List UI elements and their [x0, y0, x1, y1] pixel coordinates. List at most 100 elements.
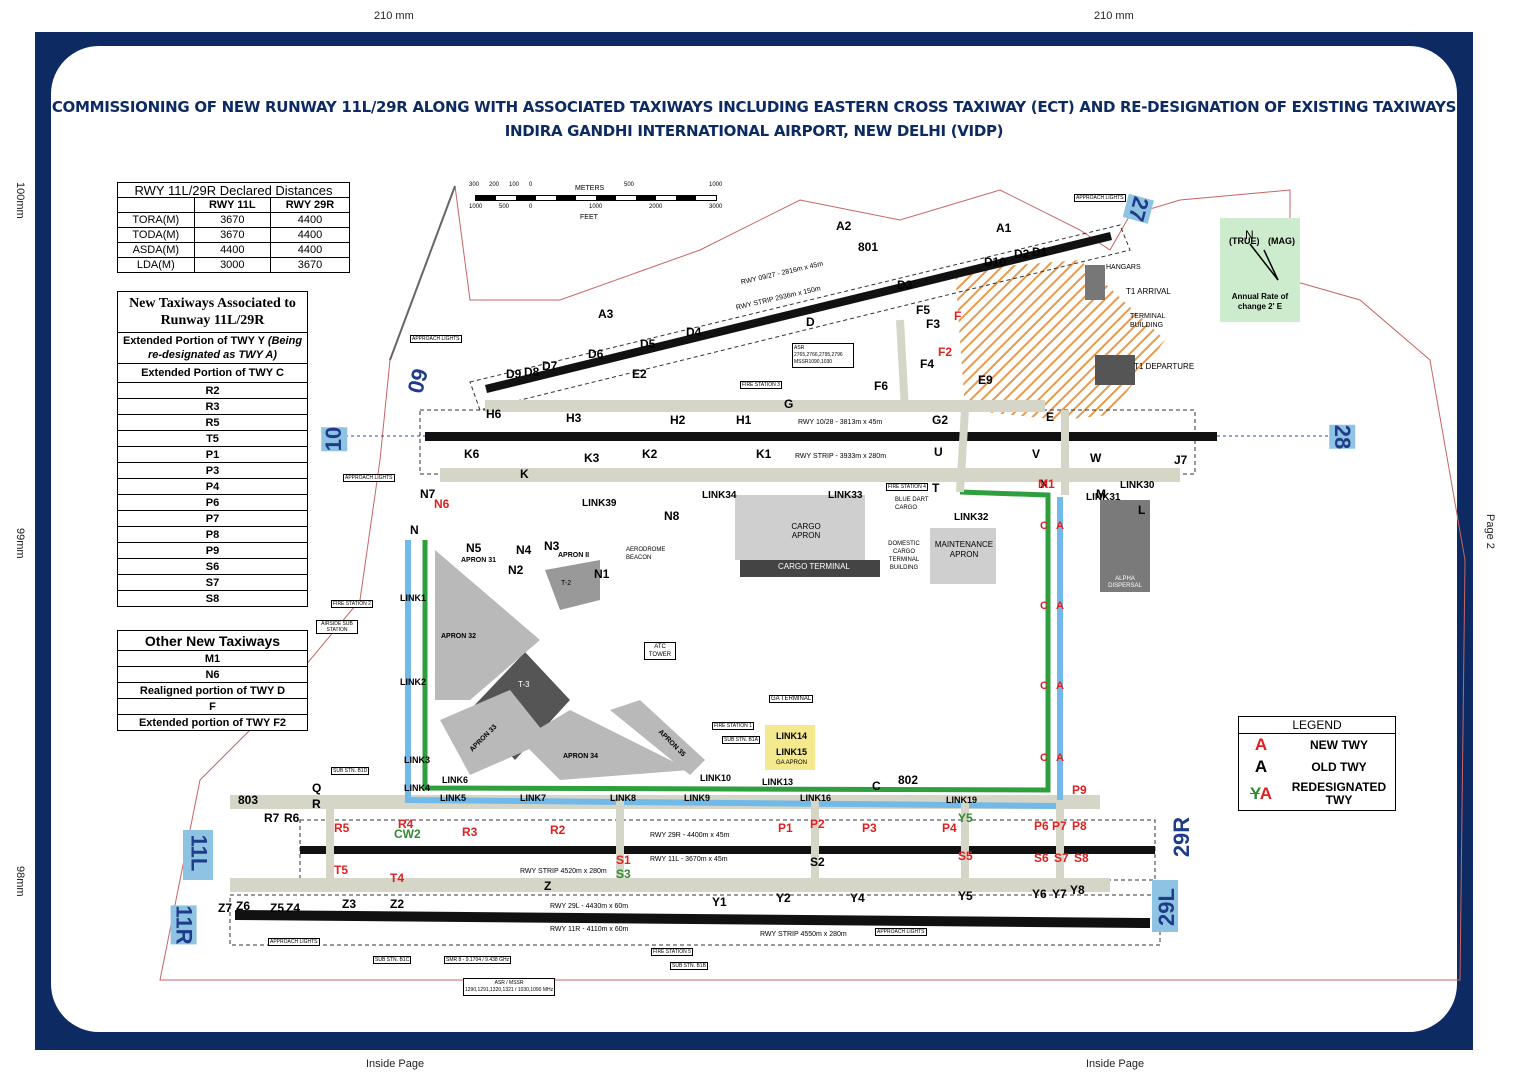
taxiway-label-redesig-cw2: CW2: [394, 827, 421, 841]
new-taxiway-item: S6: [117, 558, 308, 575]
scale-feet-label: FEET: [580, 214, 598, 221]
taxiway-label-old-y1: Y1: [712, 895, 727, 909]
runway-label-29r: RWY 29R - 4400m x 45m: [650, 832, 730, 839]
north-arrow-icon: [1249, 243, 1279, 281]
taxiway-label-old-link4: LINK4: [404, 783, 431, 793]
new-taxiways-table: New Taxiways Associated to Runway 11L/29…: [117, 291, 308, 607]
dim-top-right: 210 mm: [1094, 10, 1134, 22]
label-sub-b1b: SUB STN. B1B: [670, 962, 708, 970]
rwy-designator-10: 10: [321, 426, 348, 452]
taxiway-label-old-n7: N7: [420, 487, 436, 501]
label-t2: T-2: [561, 580, 572, 587]
rwy-designator-11r: 11R: [170, 905, 197, 945]
scale-feet-tick: 0: [529, 204, 533, 210]
taxiway-label-old-d1: D1: [1032, 245, 1048, 259]
taxiway-label-new-c-2: C: [1040, 680, 1048, 692]
scale-meter-tick: 0: [529, 182, 533, 188]
rwy-designator-28: 28: [1329, 424, 1356, 450]
bottom-left-label: Inside Page: [366, 1058, 425, 1070]
taxiway-label-new-n6: N6: [434, 497, 450, 511]
taxiway-label-old-g: G: [784, 397, 794, 411]
declared-distances-col-header: [117, 197, 195, 213]
new-taxiway-item: P8: [117, 526, 308, 543]
label-approach-lights-3: APPROACH LIGHTS: [343, 474, 395, 482]
label-apron34: APRON 34: [563, 753, 599, 760]
rwy-designator-11l: 11L: [186, 834, 212, 872]
new-taxiway-item: R3: [117, 398, 308, 415]
taxiway-label-redesig-y5: Y5: [958, 811, 973, 825]
taxiway-label-old-f4: F4: [920, 357, 935, 371]
taxiway-label-old-r6: R6: [284, 811, 300, 825]
legend-symbol-redesignated-old: Y: [1249, 784, 1260, 803]
taxiway-label-old-n4: N4: [516, 543, 532, 557]
declared-distances-cell: 4400: [269, 227, 351, 243]
scale-meter-tick: 100: [509, 182, 520, 188]
legend-symbol-new: A: [1254, 735, 1268, 754]
taxiway-label-new-c-3: C: [1040, 752, 1048, 764]
designator-bg-29r: [1166, 812, 1192, 864]
link-label-link30: LINK30: [1120, 480, 1155, 491]
declared-distances-cell: 3670: [193, 227, 271, 243]
alpha-dispersal: [1100, 500, 1150, 592]
asr-msr-freq: 1290,1291,1320,1321 / 1030,1090 MHz: [465, 987, 554, 993]
taxiway-label-old-e2: E2: [632, 367, 647, 381]
rwy-designator-29r: 29R: [1169, 816, 1195, 858]
taxiway-label-old-801: 801: [858, 240, 879, 254]
taxiway-label-old-y4: Y4: [850, 891, 865, 905]
maintenance-apron: [930, 528, 996, 584]
scale-meter-tick: 300: [469, 182, 480, 188]
taxiway-label-old-k: K: [520, 467, 529, 481]
taxiway-label-old-d8: D8: [524, 365, 540, 379]
taxiway-label-old-u: U: [934, 445, 943, 459]
taxiway-label-old-a3: A3: [598, 307, 614, 321]
taxiway-label-old-n8: N8: [664, 509, 680, 523]
runway-label-strip-11l: RWY STRIP 4520m x 280m: [520, 868, 607, 875]
taxiway-label-new-f: F: [954, 309, 962, 323]
diagonal-road: [389, 185, 456, 361]
taxiway-label-old-f3: F3: [926, 317, 941, 331]
link-label-link32: LINK32: [954, 512, 989, 523]
legend: LEGEND A NEW TWY A OLD TWY YA REDESIGNAT…: [1238, 716, 1396, 811]
taxiway-label-new-a-2: A: [1056, 680, 1064, 692]
taxiway-label-old-z3: Z3: [342, 897, 357, 911]
legend-label-old: OLD TWY: [1311, 759, 1367, 774]
label-aerodrome-beacon: AERODROME BEACON: [626, 547, 666, 561]
taxiway-label-new-p6: P6: [1034, 819, 1049, 833]
scale-feet-tick: 1000: [469, 204, 483, 210]
runway-label-29l: RWY 29L - 4430m x 60m: [550, 903, 629, 910]
taxiway-label-new-r4: R4: [398, 817, 414, 831]
legend-row-new: A NEW TWY: [1239, 734, 1395, 756]
taxiway-label-old-link13: LINK13: [762, 777, 794, 787]
taxiway-z: [230, 878, 1110, 892]
label-approach-lights-1: APPROACH LIGHTS: [1074, 194, 1126, 202]
taxiway-label-new-c-1: C: [1040, 600, 1048, 612]
new-taxiway-item: P9: [117, 542, 308, 559]
taxiway-label-old-y6: Y6: [1032, 887, 1047, 901]
label-hangars: HANGARS: [1106, 264, 1141, 271]
taxiway-label-new-p9: P9: [1072, 783, 1087, 797]
taxiway-label-old-e9: E9: [978, 373, 993, 387]
taxiway-label-old-k1: K1: [756, 447, 772, 461]
apron-35: [610, 700, 705, 775]
taxiway-label-old-y7: Y7: [1052, 887, 1067, 901]
declared-distances-col-header: RWY 29R: [269, 197, 351, 213]
taxiway-label-old-link9: LINK9: [684, 793, 711, 803]
scale-meter-tick: 200: [489, 182, 500, 188]
taxiway-label-old-link8: LINK8: [610, 793, 637, 803]
rwy-designator-29l: 29L: [1153, 888, 1179, 926]
runway-10-28: [425, 432, 1217, 441]
taxiway-label-old-g2: G2: [932, 413, 949, 427]
terminal-2: [545, 560, 600, 610]
taxiway-label-old-d2: D2: [1014, 247, 1030, 261]
scale-feet-tick: 1000: [589, 204, 603, 210]
new-taxiways-extended-c: Extended Portion of TWY C: [117, 363, 308, 383]
label-fire-station-5: FIRE STATION 5: [651, 948, 693, 956]
taxiway-label-old-l: L: [1138, 503, 1146, 517]
taxiway-label-old-h1: H1: [736, 413, 752, 427]
scale-meter-tick: 500: [624, 182, 635, 188]
